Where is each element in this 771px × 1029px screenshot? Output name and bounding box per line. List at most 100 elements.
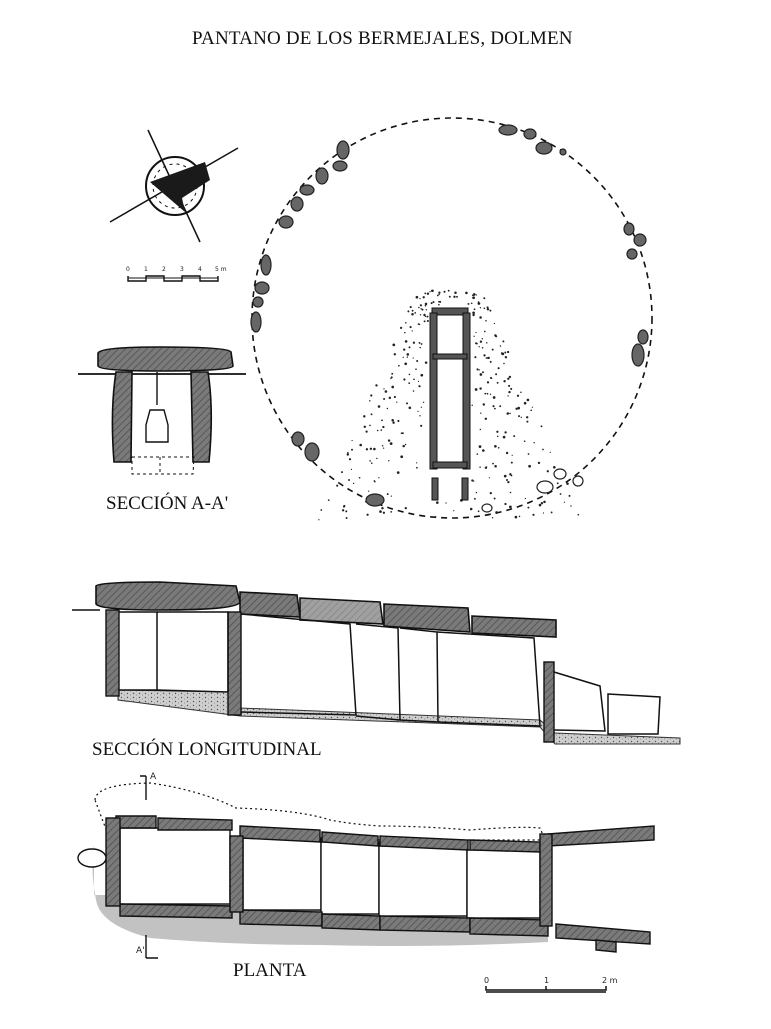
stipple-dot (422, 401, 425, 403)
stipple-dot (531, 406, 534, 408)
stipple-dot (431, 289, 434, 293)
stipple-dot (486, 306, 489, 309)
stipple-dot (480, 412, 482, 414)
stipple-dot (479, 466, 481, 468)
stipple-dot (497, 367, 500, 370)
stipple-dot (418, 323, 421, 326)
stipple-dot (368, 490, 370, 492)
stipple-dot (577, 513, 580, 516)
stipple-dot (475, 491, 478, 494)
stipple-dot (419, 346, 421, 349)
stipple-dot (423, 313, 426, 317)
stipple-dot (496, 381, 499, 384)
stipple-dot (376, 429, 379, 432)
stipple-dot (424, 302, 428, 306)
stipple-dot (479, 387, 482, 390)
stipple-dot (378, 477, 380, 479)
stipple-dot (400, 432, 403, 434)
stipple-dot (396, 471, 400, 474)
stipple-dot (477, 302, 481, 305)
stipple-dot (518, 515, 521, 518)
stipple-dot (419, 314, 422, 316)
stipple-dot (391, 372, 394, 375)
stipple-dot (492, 396, 496, 399)
stipple-dot (345, 510, 348, 513)
stipple-dot (504, 351, 507, 354)
stipple-dot (492, 462, 494, 465)
section-mark-a: A (150, 772, 157, 782)
stipple-dot (485, 320, 487, 322)
stipple-dot (384, 390, 388, 393)
stipple-dot (426, 319, 429, 323)
stipple-dot (471, 294, 474, 297)
stipple-dot (505, 451, 509, 455)
stipple-dot (393, 353, 397, 356)
stipple-dot (478, 369, 480, 371)
stipple-dot (400, 326, 403, 329)
stipple-dot (390, 511, 393, 513)
stipple-dot (412, 341, 416, 344)
stipple-dot (415, 368, 417, 370)
stipple-dot (392, 421, 395, 424)
stipple-dot (400, 455, 404, 459)
stipple-dot (483, 307, 486, 310)
stipple-dot (381, 444, 384, 447)
stipple-dot (424, 304, 427, 307)
stipple-dot (388, 396, 392, 400)
stipple-dot (382, 425, 385, 429)
stipple-dot (388, 460, 390, 462)
stipple-dot (454, 291, 457, 294)
scale-large-tick: 0 (484, 976, 490, 985)
stipple-dot (424, 315, 427, 318)
stipple-dot (502, 435, 506, 439)
stipple-dot (343, 504, 346, 508)
stipple-dot (504, 356, 508, 359)
stipple-dot (552, 465, 556, 469)
stipple-dot (486, 392, 489, 395)
stipple-dot (420, 373, 424, 377)
stipple-dot (453, 295, 456, 298)
stipple-dot (351, 439, 353, 442)
stipple-dot (473, 497, 476, 500)
stipple-dot (476, 453, 479, 455)
stipple-dot (474, 356, 477, 359)
stipple-dot (486, 307, 490, 311)
stipple-dot (504, 502, 507, 506)
stipple-dot (402, 356, 404, 359)
stipple-dot (430, 302, 433, 305)
scale-small-tick: 5 m (215, 266, 227, 273)
stipple-dot (508, 390, 511, 394)
stipple-dot (513, 435, 516, 438)
stipple-dot (412, 357, 414, 359)
stipple-dot (327, 499, 330, 501)
stipple-dot (438, 291, 441, 294)
stipple-dot (416, 462, 418, 464)
section-aa-drawing (78, 346, 246, 475)
stipple-dot (472, 311, 475, 315)
stipple-dot (347, 451, 349, 454)
stipple-dot (423, 320, 426, 323)
stipple-dot (382, 511, 386, 514)
stipple-dot (566, 482, 569, 485)
stipple-dot (506, 350, 510, 354)
stipple-dot (484, 417, 488, 421)
stipple-dot (479, 340, 483, 343)
stipple-dot (375, 384, 378, 387)
stipple-dot (419, 297, 421, 300)
stipple-dot (426, 292, 430, 295)
stipple-dot (489, 393, 492, 395)
stipple-dot (510, 461, 513, 464)
stipple-dot (495, 511, 498, 514)
stipple-dot (398, 364, 400, 367)
stipple-dot (438, 293, 440, 296)
stipple-dot (419, 415, 421, 417)
stipple-dot (505, 478, 509, 482)
stipple-dot (509, 412, 511, 415)
stipple-dot (420, 424, 423, 427)
stipple-dot (527, 453, 530, 455)
stipple-dot (509, 473, 512, 476)
stipple-dot (473, 335, 475, 337)
stipple-dot (492, 405, 495, 408)
stipple-dot (383, 398, 386, 400)
